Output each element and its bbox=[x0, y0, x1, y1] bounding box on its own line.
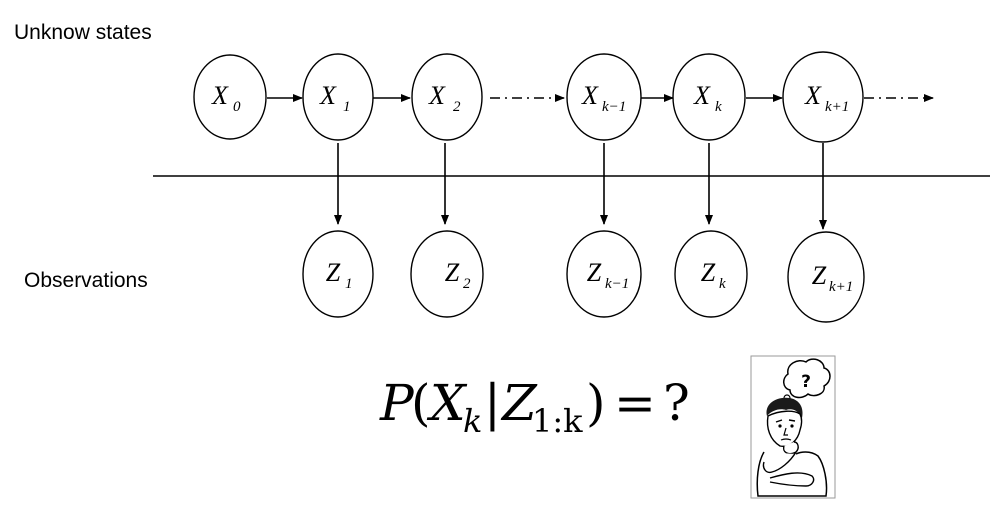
svg-text:2: 2 bbox=[453, 99, 461, 115]
svg-text:k−1: k−1 bbox=[605, 276, 629, 292]
formula-p: P bbox=[379, 374, 415, 432]
formula-close-paren: ) bbox=[586, 374, 606, 432]
svg-text:k: k bbox=[715, 99, 722, 115]
observation-node-zk-plus-1: Z k+1 bbox=[787, 231, 865, 323]
state-node-xk-plus-1: X k+1 bbox=[782, 51, 864, 143]
formula-bar: | bbox=[484, 374, 501, 432]
formula-equals: = bbox=[614, 374, 656, 432]
svg-text:X: X bbox=[804, 81, 822, 110]
formula-question: ? bbox=[663, 374, 690, 432]
state-node-x0: X 0 bbox=[193, 54, 267, 140]
thinking-person-icon: ? bbox=[750, 355, 836, 499]
formula-z-sub: 1:k bbox=[532, 402, 583, 440]
filtering-formula: P ( X k | Z 1:k ) = ? bbox=[379, 374, 690, 440]
formula-x-sub: k bbox=[463, 402, 482, 440]
svg-text:0: 0 bbox=[233, 99, 241, 115]
state-node-x2: X 2 bbox=[411, 53, 483, 141]
observation-node-z2: Z 2 bbox=[410, 230, 484, 318]
svg-text:X: X bbox=[211, 81, 229, 110]
formula-x: X bbox=[426, 374, 468, 432]
svg-text:X: X bbox=[319, 81, 337, 110]
observation-node-z1: Z 1 bbox=[302, 230, 374, 318]
state-node-x1: X 1 bbox=[302, 53, 374, 141]
svg-text:k+1: k+1 bbox=[825, 99, 849, 115]
svg-text:k+1: k+1 bbox=[829, 279, 853, 295]
svg-text:Z: Z bbox=[812, 261, 827, 290]
formula-z: Z bbox=[500, 374, 538, 432]
svg-text:1: 1 bbox=[343, 99, 351, 115]
states-row-label: Unknow states bbox=[14, 21, 152, 44]
svg-text:k: k bbox=[719, 276, 726, 292]
svg-text:Z: Z bbox=[326, 258, 341, 287]
observation-node-zk: Z k bbox=[674, 230, 748, 318]
svg-text:X: X bbox=[693, 81, 711, 110]
formula-open-paren: ( bbox=[411, 374, 431, 432]
svg-text:1: 1 bbox=[345, 276, 353, 292]
svg-text:X: X bbox=[581, 81, 599, 110]
svg-text:Z: Z bbox=[445, 258, 460, 287]
svg-text:2: 2 bbox=[463, 276, 471, 292]
svg-text:X: X bbox=[428, 81, 446, 110]
svg-text:Z: Z bbox=[587, 258, 602, 287]
observations-row-label: Observations bbox=[24, 269, 148, 292]
svg-text:k−1: k−1 bbox=[602, 99, 626, 115]
svg-text:Z: Z bbox=[701, 258, 716, 287]
svg-text:?: ? bbox=[801, 372, 811, 392]
observation-node-zk-minus-1: Z k−1 bbox=[566, 230, 642, 318]
state-node-xk-minus-1: X k−1 bbox=[566, 53, 642, 141]
state-node-xk: X k bbox=[672, 53, 746, 141]
